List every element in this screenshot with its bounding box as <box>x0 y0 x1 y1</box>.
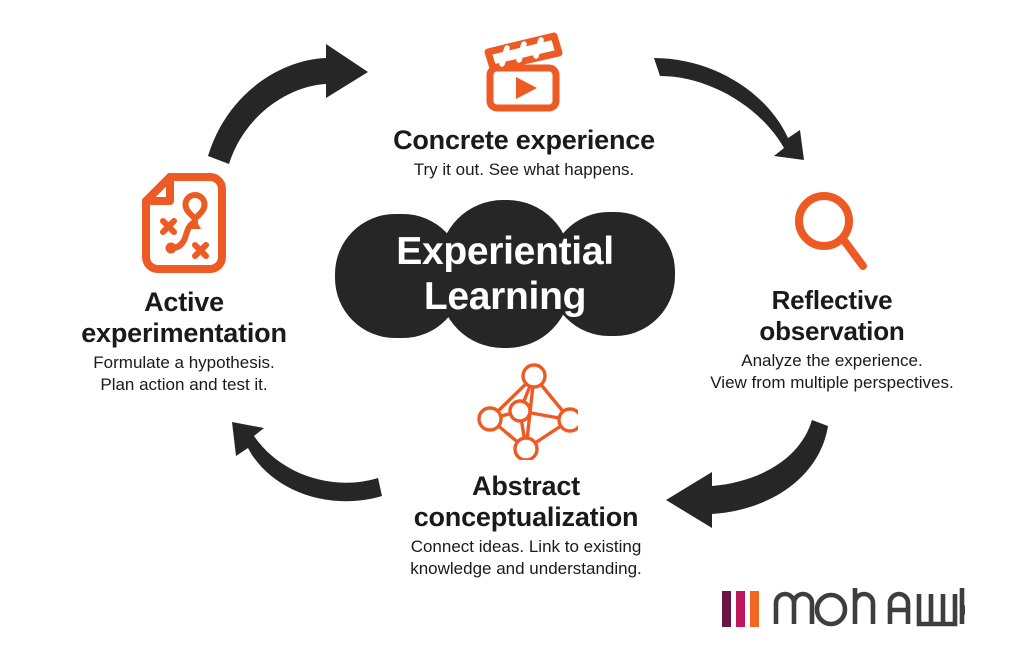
stage-title-line-1: Reflective <box>771 285 893 315</box>
stage-title: Concrete experience <box>393 125 655 155</box>
logo-wordmark <box>773 588 965 627</box>
stage-description-line-1: Analyze the experience. <box>741 351 923 370</box>
mohawk-logo <box>722 588 965 630</box>
stage-description-line-1: Formulate a hypothesis. <box>93 353 275 372</box>
stage-reflective-observation: Reflective observation Analyze the exper… <box>682 188 982 394</box>
stage-title-line-2: observation <box>759 316 905 346</box>
logo-bar-orange <box>750 591 759 627</box>
stage-title-line-1: Active <box>144 287 224 317</box>
logo-bar-purple <box>722 591 731 627</box>
arrow-abstract-to-active <box>204 404 390 530</box>
stage-description-line-1: Connect ideas. Link to existing <box>410 537 642 556</box>
network-nodes-icon <box>474 362 583 465</box>
clapperboard-icon <box>476 32 572 119</box>
arrow-reflective-to-abstract <box>650 404 836 530</box>
stage-description: Try it out. See what happens. <box>413 160 635 179</box>
stage-active-experimentation: Active experimentation Formulate a hypot… <box>34 172 334 396</box>
stage-description-line-2: knowledge and understanding. <box>410 559 642 578</box>
stage-title-line-1: Abstract <box>472 471 580 501</box>
stage-abstract-conceptualization: Abstract conceptualization Connect ideas… <box>360 362 692 580</box>
magnifying-glass-icon <box>791 188 873 279</box>
strategy-document-icon <box>140 172 228 281</box>
stage-title-line-2: experimentation <box>81 318 287 348</box>
logo-bar-magenta <box>736 591 745 627</box>
logo-bars <box>722 591 759 627</box>
stage-concrete-experience: Concrete experience Try it out. See what… <box>332 32 716 181</box>
stage-description-line-2: Plan action and test it. <box>100 375 268 394</box>
center-blob-shape <box>335 200 675 348</box>
stage-description-line-2: View from multiple perspectives. <box>710 373 954 392</box>
arrow-concrete-to-reflective <box>648 38 828 168</box>
stage-title-line-2: conceptualization <box>413 502 639 532</box>
arrow-active-to-concrete <box>196 38 374 168</box>
